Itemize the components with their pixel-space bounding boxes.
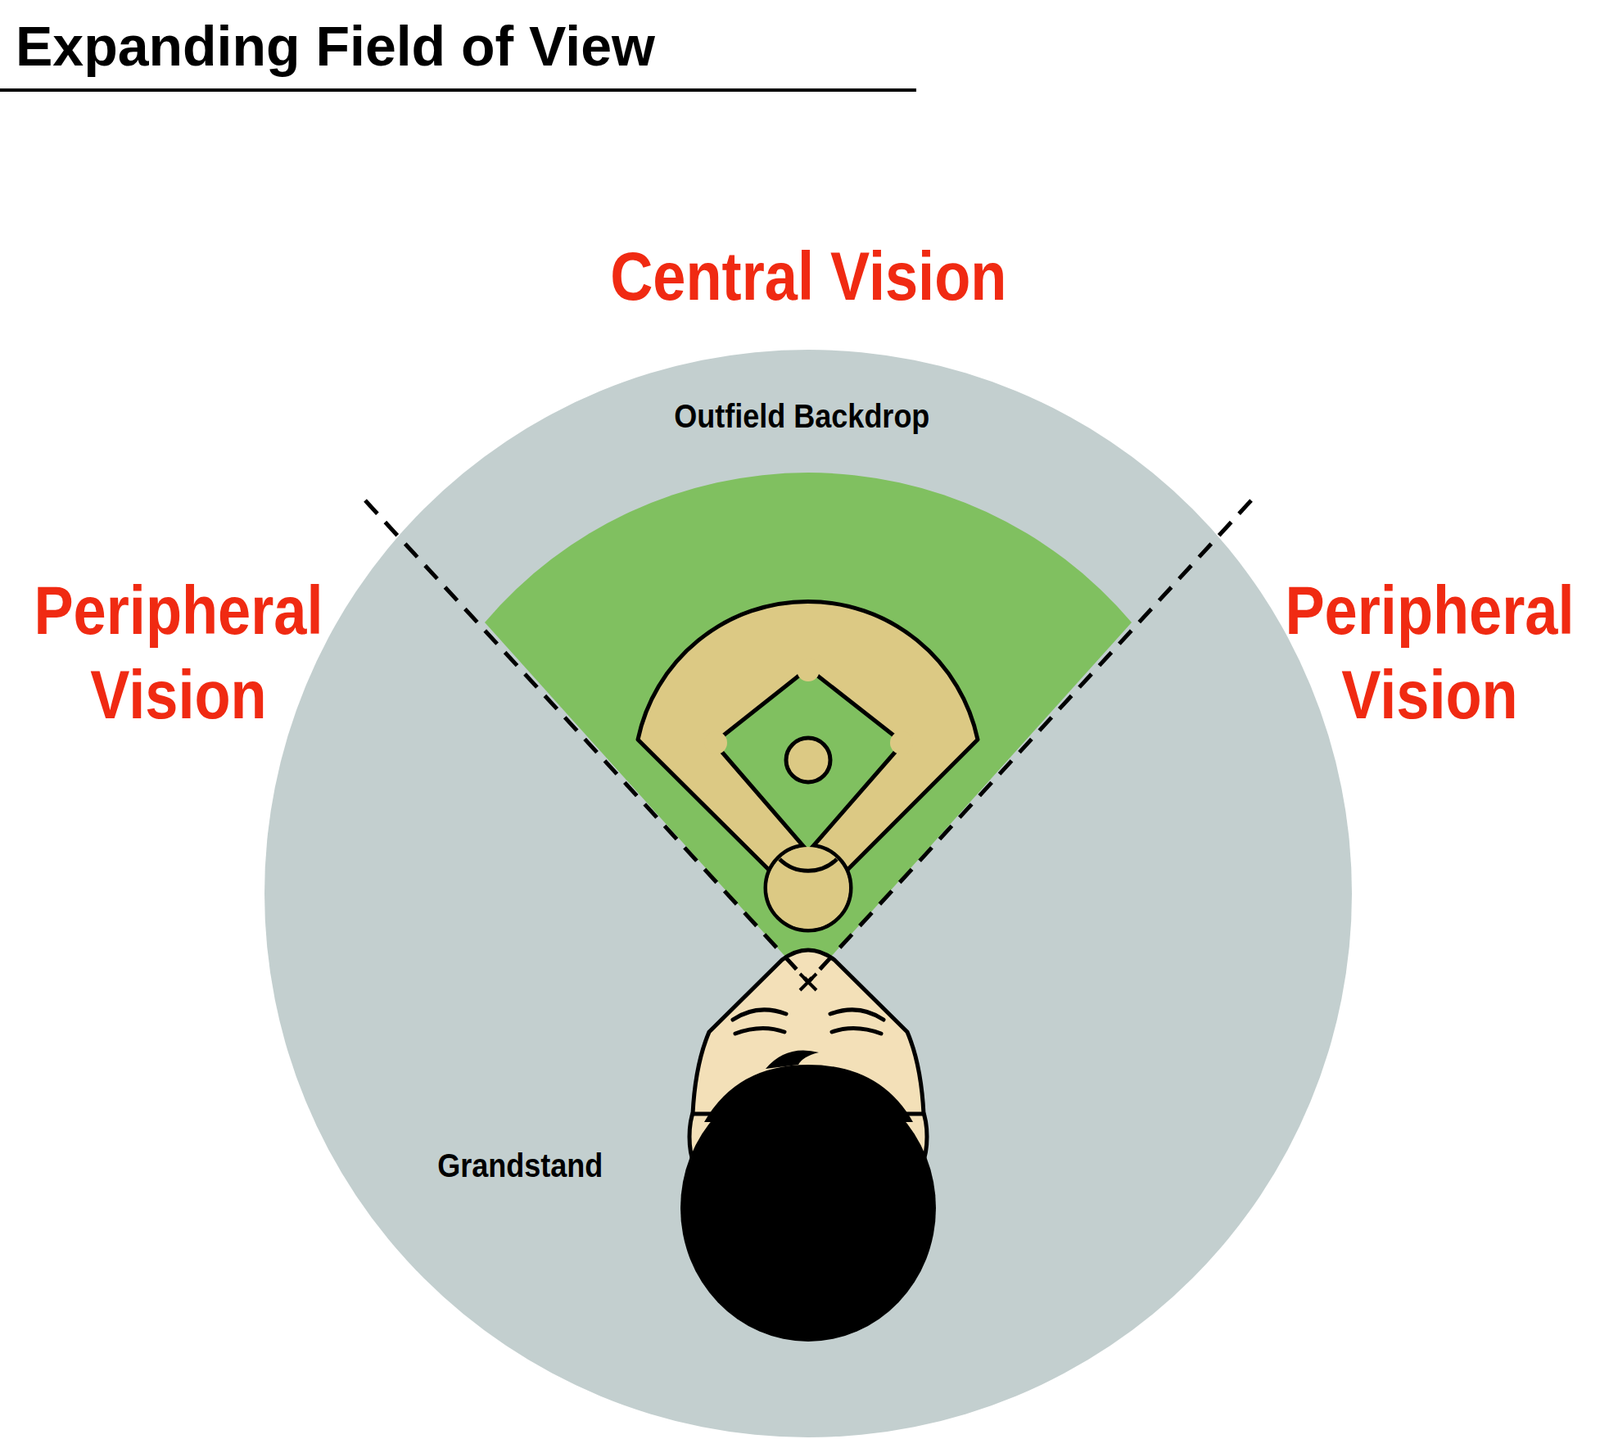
peripheral-vision-label: Peripheral Vision bbox=[25, 569, 332, 738]
left-field-line bbox=[365, 500, 809, 982]
grandstand-label: Grandstand bbox=[437, 1148, 603, 1182]
focal-point bbox=[800, 973, 817, 990]
left-brow bbox=[735, 1027, 785, 1034]
right-eye bbox=[830, 1009, 884, 1020]
hair-tuft bbox=[765, 1050, 819, 1070]
visual-field-circle bbox=[264, 349, 1352, 1438]
hair-top bbox=[704, 1064, 913, 1122]
infield-grass bbox=[714, 668, 904, 852]
left-eye bbox=[732, 1009, 787, 1020]
home-plate-fill bbox=[767, 846, 850, 929]
right-field-line bbox=[808, 500, 1252, 982]
right-brow bbox=[831, 1027, 882, 1034]
title: Expanding Field of View bbox=[15, 18, 656, 74]
second-base-notch bbox=[796, 658, 820, 682]
home-plate-edge bbox=[779, 858, 837, 871]
outfield-backdrop-label: Outfield Backdrop bbox=[673, 399, 930, 433]
central-vision-wedge bbox=[484, 472, 1132, 982]
title-rule bbox=[0, 88, 917, 92]
home-plate-circle bbox=[765, 845, 851, 931]
third-base-notch bbox=[704, 731, 728, 755]
first-base-notch bbox=[890, 731, 913, 755]
central-vision-label: Central Vision bbox=[610, 242, 1007, 311]
pitchers-mound bbox=[786, 737, 831, 782]
peripheral-vision-label: Peripheral Vision bbox=[1276, 569, 1583, 738]
infield-dirt bbox=[637, 601, 978, 874]
